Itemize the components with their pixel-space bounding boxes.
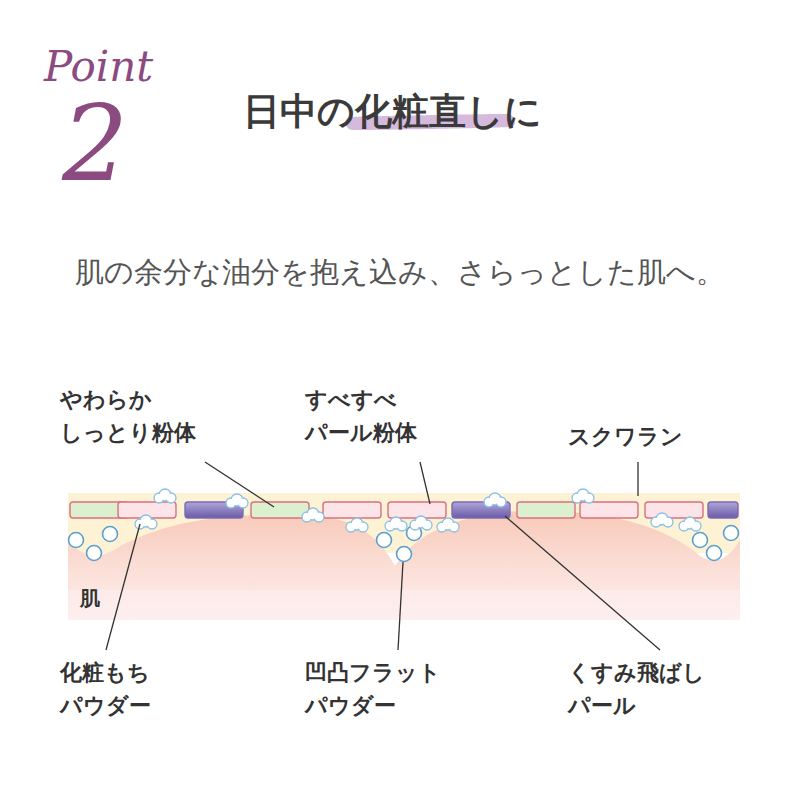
point-number: Point: [44, 40, 153, 95]
powder-tile: [708, 502, 738, 518]
lasting-powder-cloud: [651, 513, 673, 527]
lasting-powder-cloud: [484, 493, 506, 507]
lasting-powder-cloud: [437, 518, 459, 532]
flat-powder-ball: [707, 546, 722, 561]
callout-label: 肌: [80, 585, 100, 611]
callout-label: くすみ飛ばし パール: [568, 656, 705, 722]
callout-label: やわらか しっとり粉体: [60, 383, 196, 449]
point-number: 2: [62, 92, 128, 196]
powder-tile: [517, 502, 575, 518]
flat-powder-ball: [724, 526, 739, 541]
skin: [68, 511, 740, 620]
powder-tile: [580, 502, 638, 518]
powder-tiles: [70, 502, 738, 518]
lasting-powder-cloud: [135, 515, 157, 529]
lasting-powder-cloud: [572, 489, 594, 503]
leader-line: [505, 516, 660, 650]
lasting-powder-cloud: [346, 518, 368, 532]
flat-powder-ball: [693, 533, 708, 548]
leader-line: [420, 462, 430, 504]
flat-powder-ball: [103, 527, 118, 542]
leader-line: [398, 562, 403, 650]
powder-tile: [645, 502, 703, 518]
lasting-powder-cloud: [410, 516, 432, 530]
powder-tile: [251, 502, 309, 518]
lasting-powder-cloud: [385, 517, 407, 531]
callout-label: 凹凸フラット パウダー: [305, 656, 441, 722]
leader-lines: [106, 462, 660, 650]
lasting-powder-cloud: [226, 494, 248, 508]
callout-label: すべすべ パール粉体: [305, 383, 417, 449]
flat-powder-ball: [69, 533, 84, 548]
subtitle: 肌の余分な油分を抱え込み、さらっとした肌へ。: [75, 254, 725, 292]
flat-powder-ball: [377, 533, 392, 548]
lasting-powder: [135, 489, 701, 532]
skin-lower: [68, 590, 740, 620]
callout-label: スクワラン: [568, 423, 683, 452]
leader-line: [205, 462, 274, 507]
leader-line: [106, 524, 140, 650]
leader-line: [637, 462, 638, 496]
lasting-powder-cloud: [154, 489, 176, 503]
callout-label: 化粧もち パウダー: [60, 656, 151, 722]
flat-powder-ball: [87, 546, 102, 561]
flat-powder-ball: [397, 547, 412, 562]
title: 日中の化粧直しに: [243, 88, 542, 136]
lasting-powder-cloud: [679, 517, 701, 531]
lasting-powder-cloud: [302, 508, 324, 522]
powder-tile: [323, 502, 381, 518]
powder-tile: [388, 502, 446, 518]
